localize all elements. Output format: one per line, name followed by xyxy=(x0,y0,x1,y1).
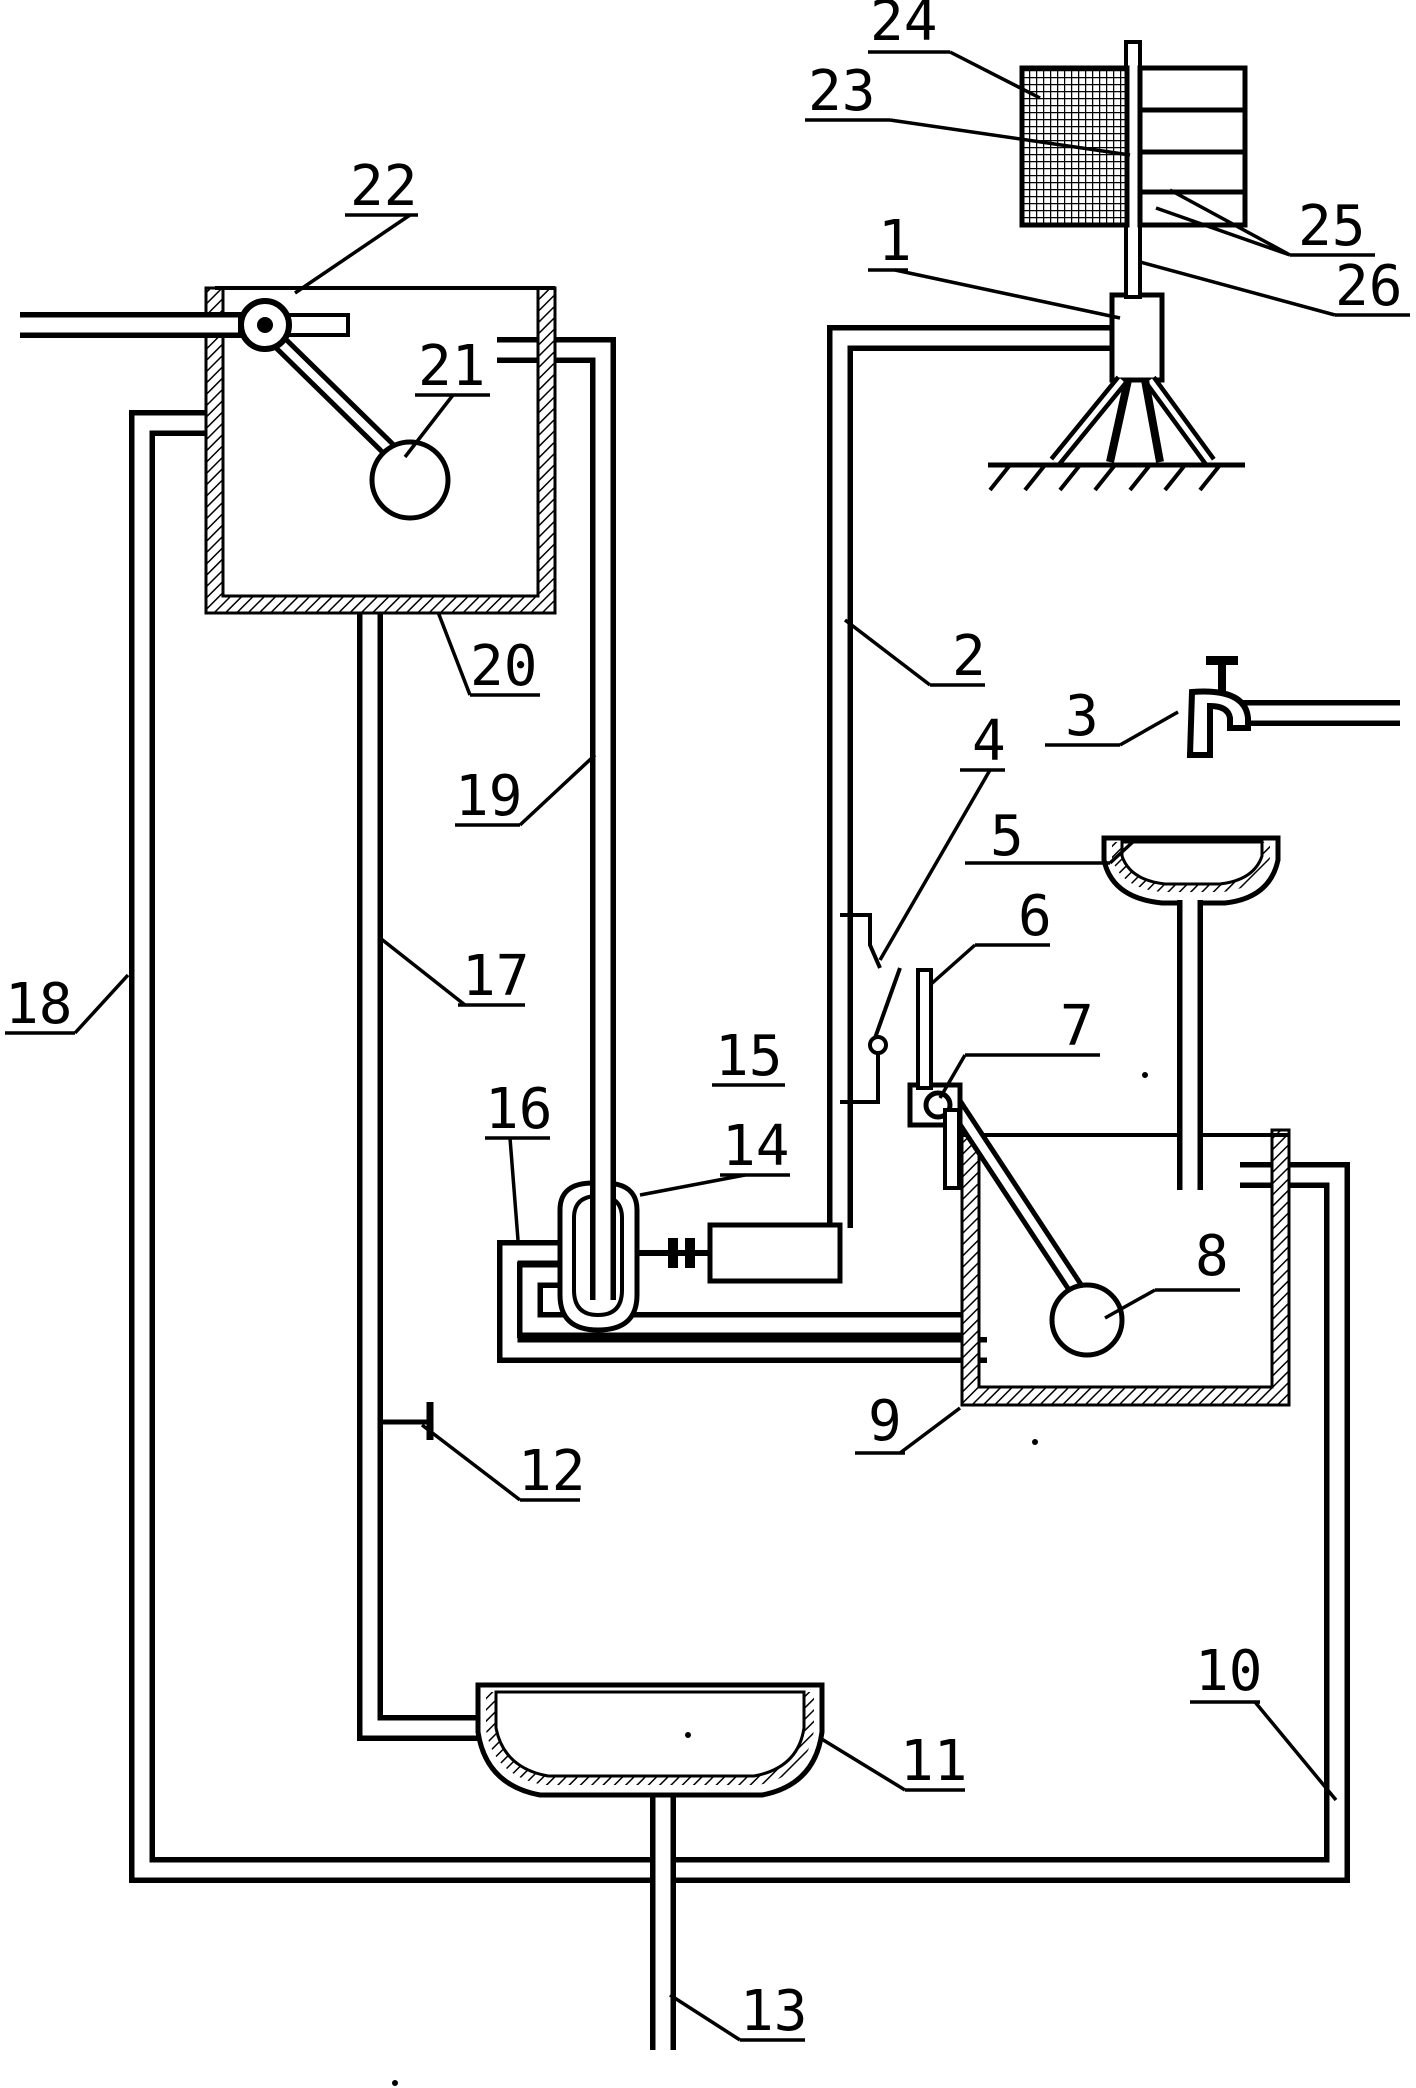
part-number-text: 9 xyxy=(868,1389,902,1454)
part-number-text: 25 xyxy=(1298,194,1365,259)
part-number-text: 1 xyxy=(878,209,912,274)
label-23: 23 xyxy=(805,59,890,124)
faucet-3 xyxy=(1186,656,1400,758)
label-6: 6 xyxy=(975,884,1052,949)
part-number-text: 10 xyxy=(1195,1639,1262,1704)
basin-5 xyxy=(1101,835,1281,906)
label-7: 7 xyxy=(965,994,1100,1059)
part-number-text: 26 xyxy=(1335,254,1402,319)
part-number-text: 15 xyxy=(715,1024,782,1089)
float-ball-8 xyxy=(947,1100,1125,1358)
label-18: 18 xyxy=(5,972,75,1037)
label-10: 10 xyxy=(1190,1639,1262,1704)
label-9: 9 xyxy=(855,1389,905,1455)
part-number-text: 18 xyxy=(5,972,72,1037)
part-number-text: 16 xyxy=(485,1077,552,1142)
label-21: 21 xyxy=(415,334,490,399)
shaft xyxy=(637,1238,710,1268)
label-25: 25 xyxy=(1290,194,1375,259)
leader-lines xyxy=(73,50,1338,2042)
label-16: 16 xyxy=(485,1077,552,1142)
part-number-text: 3 xyxy=(1065,684,1099,749)
wind-blades-25 xyxy=(1137,65,1248,228)
float-ball-21 xyxy=(258,321,451,521)
switch-4 xyxy=(840,913,902,1104)
part-number-text: 24 xyxy=(870,0,937,54)
part-number-text: 8 xyxy=(1195,1224,1229,1289)
valve-7 xyxy=(907,1082,963,1190)
part-number-text: 14 xyxy=(722,1114,789,1179)
u-tube-15 xyxy=(557,1120,640,1333)
part-number-text: 20 xyxy=(470,634,537,699)
rod-6 xyxy=(916,968,933,1090)
part-number-text: 5 xyxy=(990,804,1024,869)
upper-tank-20 xyxy=(204,286,557,615)
part-number-text: 19 xyxy=(455,764,522,829)
specks xyxy=(392,1072,1148,2086)
part-number-text: 7 xyxy=(1060,994,1094,1059)
label-11: 11 xyxy=(900,1729,967,1794)
drain-pipe-17 xyxy=(357,598,487,1741)
number-labels: 1 2 3 4 5 6 7 8 9 10 11 12 13 14 15 16 1… xyxy=(5,0,1410,2044)
part-number-text: 22 xyxy=(350,154,417,219)
label-26: 26 xyxy=(1335,254,1410,319)
part-number-text: 17 xyxy=(462,944,529,1009)
part-number-text: 23 xyxy=(808,59,875,124)
part-number-text: 13 xyxy=(740,1979,807,2044)
support-1 xyxy=(988,292,1245,492)
middle-tank-9 xyxy=(960,1128,1291,1407)
part-number-text: 4 xyxy=(972,709,1006,774)
return-pipe-18-10 xyxy=(129,410,1350,1883)
pipe-2 xyxy=(827,325,1110,1228)
label-12: 12 xyxy=(518,1439,585,1504)
pipe-19 xyxy=(497,337,616,1170)
part-number-text: 12 xyxy=(518,1439,585,1504)
label-17: 17 xyxy=(458,944,529,1009)
label-14: 14 xyxy=(720,1114,790,1179)
valve-22 xyxy=(20,298,350,352)
label-3: 3 xyxy=(1045,684,1120,749)
part-number-text: 11 xyxy=(900,1729,967,1794)
label-2: 2 xyxy=(930,624,986,689)
valve-12 xyxy=(383,1402,434,1440)
part-number-text: 6 xyxy=(1018,884,1052,949)
label-22: 22 xyxy=(345,154,418,219)
label-4: 4 xyxy=(960,709,1006,774)
part-number-text: 2 xyxy=(952,624,986,689)
motor-14 xyxy=(707,1222,843,1284)
label-13: 13 xyxy=(740,1979,807,2044)
label-20: 20 xyxy=(470,634,540,699)
part-number-text: 21 xyxy=(418,334,485,399)
label-24: 24 xyxy=(868,0,950,54)
pipe-16 xyxy=(497,1240,987,1363)
label-15: 15 xyxy=(712,1024,785,1089)
label-19: 19 xyxy=(455,764,522,829)
label-1: 1 xyxy=(868,209,912,274)
basin-11 xyxy=(475,1682,825,1798)
label-5: 5 xyxy=(965,804,1110,869)
label-8: 8 xyxy=(1155,1224,1240,1292)
